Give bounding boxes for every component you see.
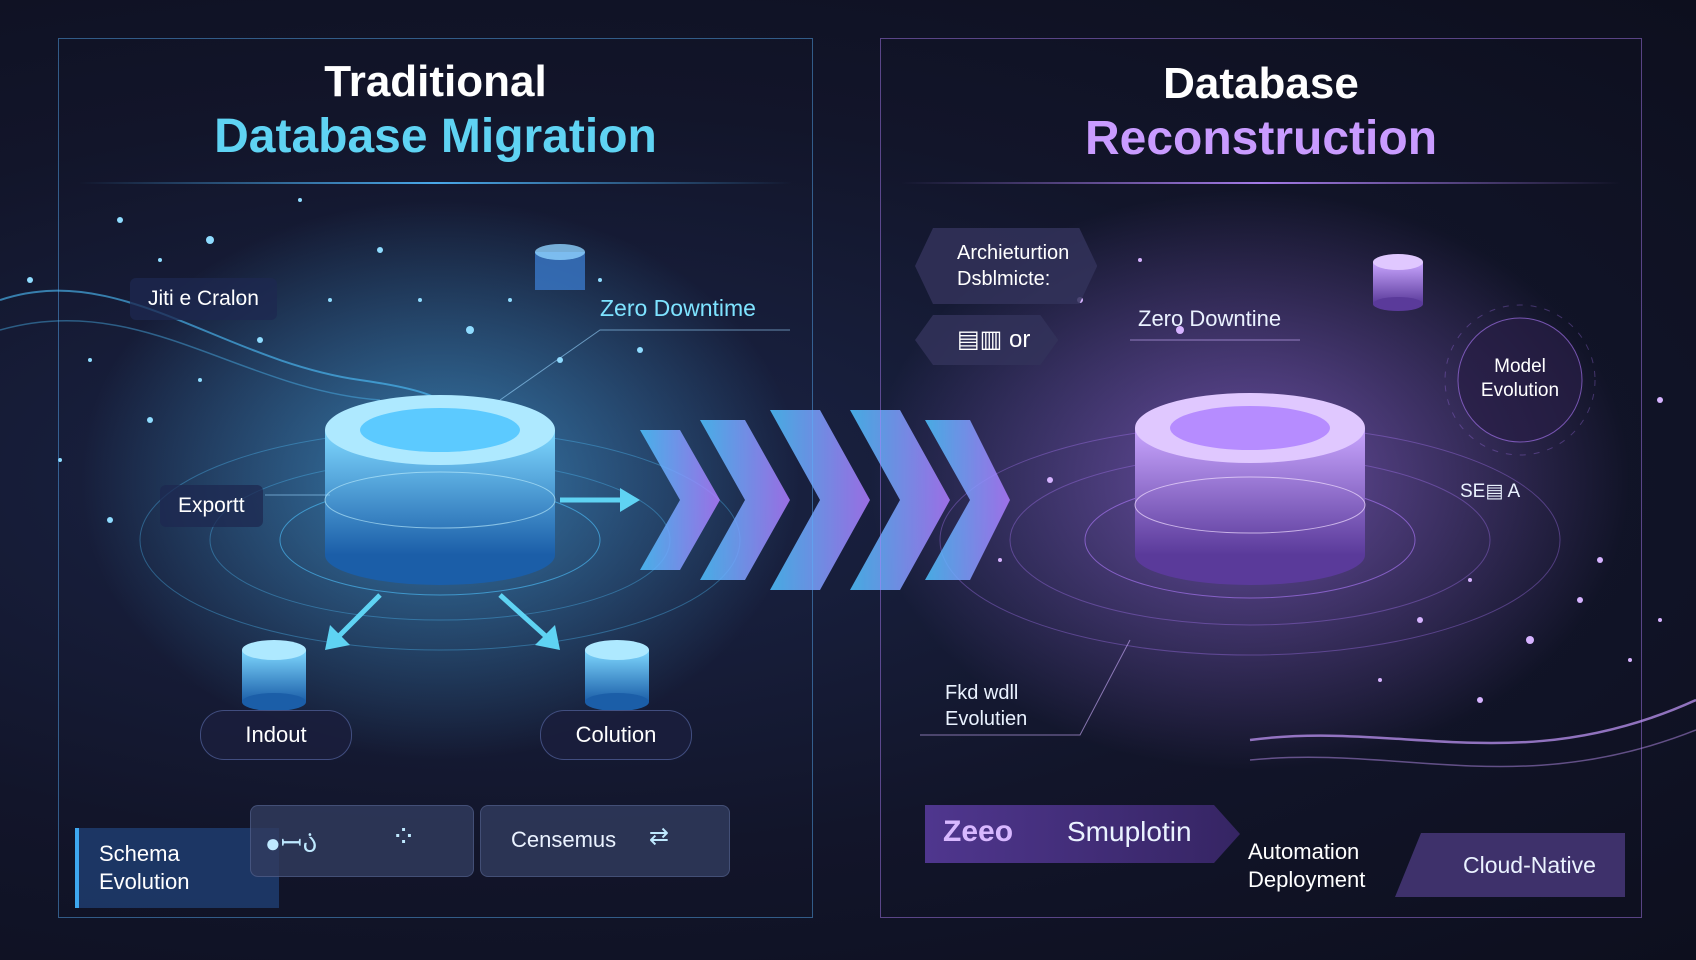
link-arrow-icon: ⇄ — [649, 823, 670, 850]
field-line2: Evolutien — [945, 708, 1028, 730]
pill-indout: Indout — [200, 710, 352, 760]
dots-icon: ●ꟷ꛲ — [265, 828, 318, 858]
label-zero-downtime-right: Zero Downtine — [1138, 306, 1282, 331]
label-field-evolution: Fkd wdll Evolutien — [945, 680, 1027, 732]
right-title-line1: Database — [1163, 59, 1359, 108]
model-evolution-circle: Model Evolution — [1470, 355, 1570, 403]
automation-deployment-label: Automation Deployment — [1248, 838, 1365, 894]
automation-line2: Deployment — [1248, 867, 1366, 892]
zero-sim-banner: Zeeo Smuplotin — [925, 805, 1240, 863]
cloud-native-tag: Cloud-Native — [1395, 833, 1625, 897]
consensus-label: Censemus — [511, 827, 617, 852]
small-tag: SE▤ A — [1460, 481, 1521, 502]
banner-zero: Zeeo — [943, 815, 1014, 848]
cloud-native-label: Cloud-Native — [1463, 852, 1596, 878]
pill-colution: Colution — [540, 710, 692, 760]
left-title-divider — [79, 182, 792, 184]
label-top-left: Jiti e Cralon — [130, 278, 277, 320]
schema-tag-line1: Schema — [99, 841, 180, 866]
circle-line2: Evolution — [1480, 380, 1560, 401]
hex-arch-line2: Dsblmicte: — [957, 268, 1051, 290]
automation-line1: Automation — [1248, 839, 1360, 864]
schema-tag-line2: Evolution — [99, 869, 190, 894]
hex-architecture: Archieturtion Dsblmicte: — [915, 228, 1097, 304]
card-glyphs: ●ꟷ꛲ ⁘ — [250, 805, 474, 877]
left-title-line2: Database Migration — [214, 110, 657, 163]
label-zero-downtime-left: Zero Downtime — [600, 295, 756, 321]
circle-line1: Model — [1494, 356, 1546, 377]
cluster-icon: ⁘ — [391, 821, 417, 854]
left-title-line1: Traditional — [324, 57, 547, 106]
field-line1: Fkd wdll — [945, 682, 1019, 704]
hex-glitch: ▤▥ or — [915, 315, 1058, 365]
label-export: Exportt — [160, 485, 263, 527]
banner-sim: Smuplotin — [1067, 816, 1192, 847]
hex-arch-line1: Archieturtion — [957, 242, 1070, 264]
right-title-line2: Reconstruction — [1084, 112, 1438, 165]
panel-reconstruction: Database Reconstruction — [880, 38, 1642, 918]
right-title-divider — [901, 182, 1621, 184]
panel-traditional-migration: Traditional Database Migration — [58, 38, 813, 918]
schema-evolution-tag: Schema Evolution — [75, 828, 279, 908]
card-consensus: Censemus ⇄ — [480, 805, 730, 877]
